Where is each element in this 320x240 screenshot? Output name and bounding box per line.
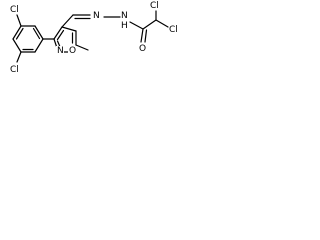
bond-c-o (140, 28, 144, 43)
bond-c-o-double (144, 29, 148, 43)
bond-ring-double-2 (32, 27, 41, 40)
atom-n-amide: N (121, 11, 128, 21)
atom-o-carbonyl: O (139, 44, 146, 54)
bond-iso-c3-c4 (53, 26, 63, 40)
atom-cl-right-bottom: Cl (169, 25, 178, 35)
chemical-structure-drawing: Cl Cl N O N N H O Cl Cl (10, 1, 178, 75)
bond-methyl (75, 44, 89, 51)
bond-iso-c4-c5 (61, 26, 77, 32)
atom-h-amide: H (121, 21, 128, 31)
atom-cl-right-top: Cl (150, 1, 159, 11)
bond-ring-1 (12, 25, 22, 40)
bond-ring-6 (12, 38, 22, 53)
bond-cl-top (16, 14, 22, 27)
bond-c-chcl2 (142, 19, 157, 30)
atom-cl-bottom-left: Cl (10, 65, 19, 75)
bond-lines (12, 10, 169, 63)
atom-n-imine: N (93, 11, 100, 21)
atom-o-isoxazole: O (69, 46, 76, 56)
bond-iso-c3-c4-double (56, 29, 65, 41)
bond-cl-bottom (16, 51, 22, 63)
bond-nh-c (129, 21, 144, 30)
bond-chcl2-cl-right (155, 19, 169, 28)
bond-ring-3 (34, 25, 44, 40)
atom-cl-top-left: Cl (10, 5, 19, 15)
bond-ring-4 (34, 38, 44, 53)
bond-ring-double-1 (15, 27, 24, 40)
bond-c4-ch (61, 14, 74, 28)
atom-labels: Cl Cl N O N N H O Cl Cl (10, 1, 178, 75)
atom-n-isoxazole: N (57, 46, 64, 56)
